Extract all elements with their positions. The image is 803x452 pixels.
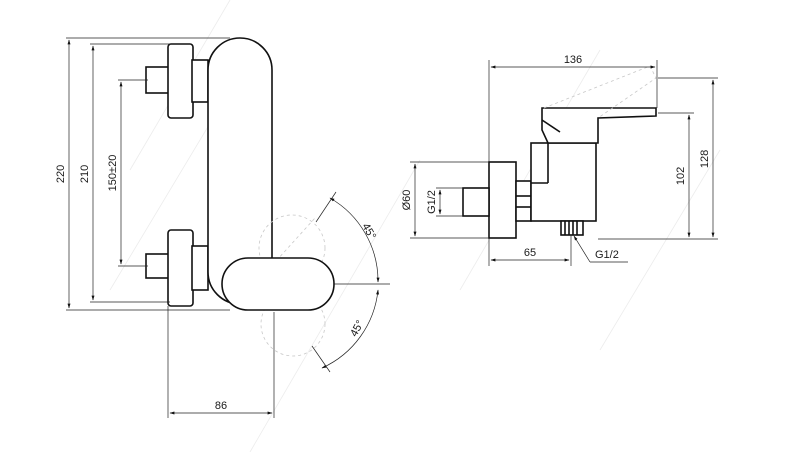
dim-inlet-thread: G1/2 [426, 190, 438, 214]
side-wall-flange [488, 161, 517, 239]
side-body [530, 142, 597, 222]
front-view: 220 210 150±20 86 45° 45° [55, 37, 390, 418]
dim-diameter: Ø60 [401, 190, 413, 211]
upper-inlet [145, 43, 209, 119]
dim-center-distance: 150±20 [107, 155, 119, 192]
side-view: 136 128 102 Ø60 G1/2 65 G1/2 [401, 54, 718, 266]
dim-depth: 86 [215, 400, 227, 412]
dim-height-total: 128 [699, 150, 711, 168]
side-lever [541, 107, 657, 144]
side-lever-ghost [543, 65, 657, 119]
dim-body-height: 210 [79, 165, 91, 183]
side-eccentric [515, 180, 532, 222]
dim-angle-down: 45° [348, 318, 366, 338]
dim-outlet-offset: 65 [524, 247, 536, 259]
dim-overall-height: 220 [55, 165, 67, 183]
side-inlet-stub [462, 187, 490, 217]
lever-handle [221, 257, 335, 311]
dim-width: 136 [564, 54, 582, 66]
dim-height-spout: 102 [675, 167, 687, 185]
dim-outlet-thread: G1/2 [595, 249, 619, 261]
lower-inlet [145, 229, 209, 307]
dim-angle-up: 45° [359, 221, 378, 241]
